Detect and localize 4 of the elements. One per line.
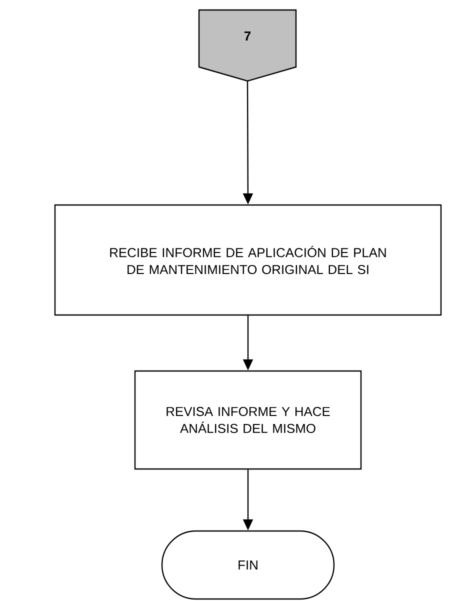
process-box: REVISA INFORME Y HACE ANÁLISIS DEL MISMO: [134, 370, 362, 470]
process-box: RECIBE INFORME DE APLICACIÓN DE PLAN DE MANTENIMIENTO ORIGINAL DEL SI: [54, 204, 442, 316]
terminator: FIN: [161, 530, 335, 600]
off-page-connector: 7: [198, 9, 297, 82]
